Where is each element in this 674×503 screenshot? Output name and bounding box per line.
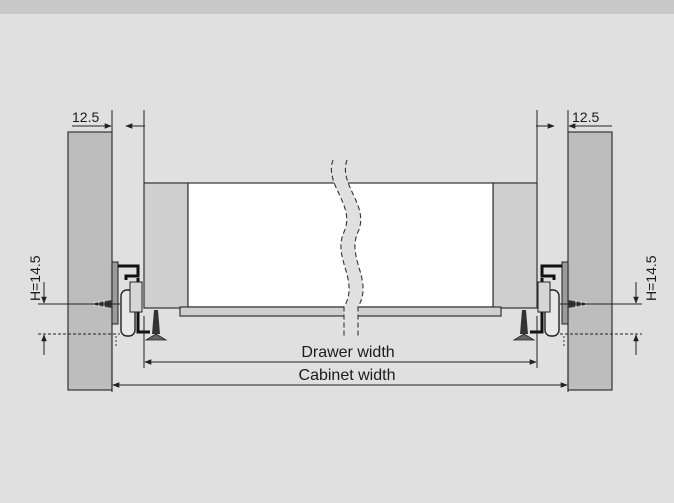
right-gap-label: 12.5 xyxy=(572,109,599,125)
drawer-bottom xyxy=(179,306,502,317)
right-cabinet-wall xyxy=(567,131,613,391)
drawer-width-dimension xyxy=(143,316,538,368)
right-height-dimension xyxy=(560,282,642,355)
left-screw-bottom xyxy=(144,310,168,341)
break-line-right xyxy=(344,159,364,338)
cabinet-width-label: Cabinet width xyxy=(299,367,396,384)
right-drawer-side xyxy=(492,182,538,309)
left-height-dimension xyxy=(38,282,120,355)
right-height-label: H=14.5 xyxy=(643,255,659,301)
right-screw-bottom xyxy=(512,310,536,341)
left-gap-label: 12.5 xyxy=(72,109,99,125)
left-height-label: H=14.5 xyxy=(27,255,43,301)
break-band xyxy=(331,160,364,338)
left-drawer-side xyxy=(143,182,189,309)
right-gap-dimension xyxy=(536,110,612,183)
break-line-left xyxy=(330,159,350,338)
cabinet-width-dimension xyxy=(111,330,569,392)
left-gap-dimension xyxy=(72,110,145,183)
left-runner xyxy=(111,261,150,346)
drawer-width-label: Drawer width xyxy=(301,344,394,361)
right-runner xyxy=(530,261,569,346)
left-cabinet-wall xyxy=(67,131,113,391)
top-bar xyxy=(0,0,674,14)
